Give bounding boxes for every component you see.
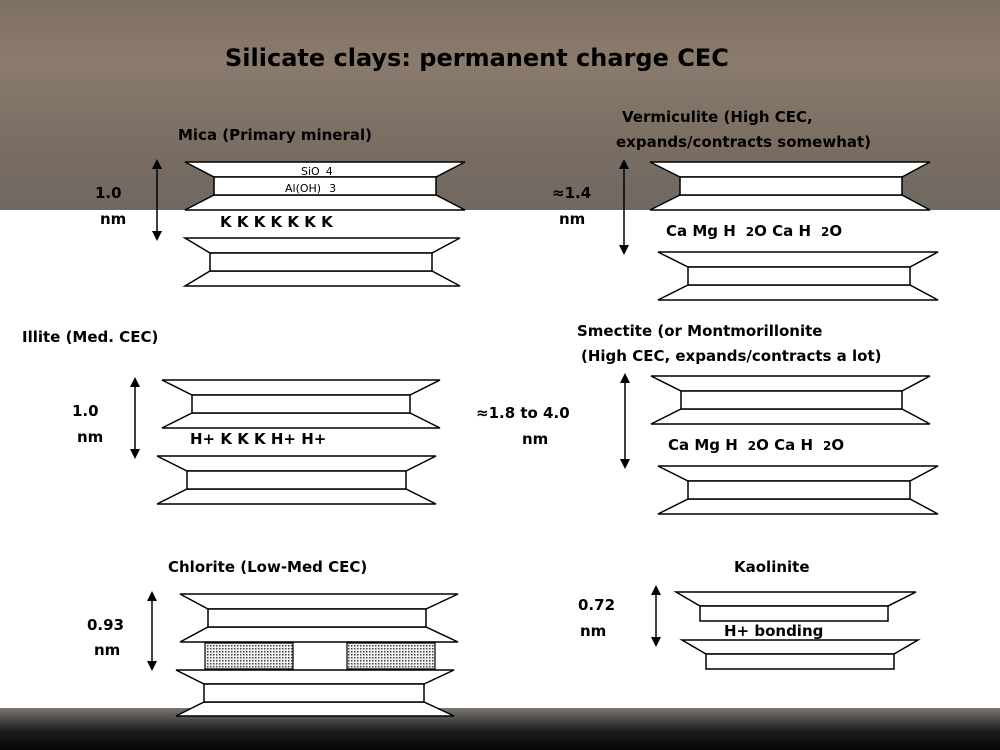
illite-spacing-value: 1.0 bbox=[72, 402, 99, 420]
page-title: Silicate clays: permanent charge CEC bbox=[225, 44, 729, 72]
tetrahedral-sheet-top bbox=[650, 375, 931, 392]
kaolinite-label: Kaolinite bbox=[734, 558, 810, 576]
octahedral-sheet bbox=[680, 390, 903, 410]
octahedral-sheet bbox=[699, 605, 889, 622]
kaolinite-bonding-label: H+ bonding bbox=[724, 622, 824, 640]
tetrahedral-sheet-top bbox=[182, 237, 461, 254]
smectite-label-line1: Smectite (or Montmorillonite bbox=[577, 322, 823, 340]
tetrahedral-sheet-top bbox=[179, 593, 459, 610]
mica-interlayer-ions: K K K K K K K bbox=[220, 213, 333, 231]
mica-sheet-mid-label: Al(OH)3 bbox=[285, 182, 337, 195]
tetrahedral-sheet-top bbox=[175, 669, 455, 685]
tetrahedral-sheet-bottom bbox=[184, 194, 466, 211]
tetrahedral-sheet bbox=[673, 591, 917, 607]
chlorite-hydroxide-sheet-right bbox=[346, 642, 436, 670]
tetrahedral-sheet-top bbox=[161, 379, 441, 396]
vermiculite-spacing-value: ≈1.4 bbox=[552, 184, 592, 202]
tetrahedral-sheet-top bbox=[649, 161, 931, 178]
mica-label: Mica (Primary mineral) bbox=[178, 126, 372, 144]
tetrahedral-sheet-top bbox=[657, 251, 939, 268]
vermiculite-layer-2 bbox=[657, 251, 939, 301]
smectite-layer-2 bbox=[657, 465, 939, 515]
vermiculite-layer-1 bbox=[649, 161, 931, 211]
clay-layers bbox=[156, 161, 939, 717]
chlorite-spacing-value: 0.93 bbox=[87, 616, 125, 634]
illite-label: Illite (Med. CEC) bbox=[22, 328, 159, 346]
tetrahedral-sheet-top bbox=[657, 465, 939, 482]
illite-layer-2 bbox=[156, 455, 437, 505]
vermiculite-label-line2: expands/contracts somewhat) bbox=[616, 133, 872, 151]
tetrahedral-sheet-bottom bbox=[156, 488, 437, 505]
octahedral-sheet bbox=[207, 608, 427, 628]
smectite-spacing-unit: nm bbox=[522, 430, 549, 448]
spacing-arrows bbox=[130, 159, 661, 671]
tetrahedral-sheet-bottom bbox=[649, 194, 931, 211]
footer-bar bbox=[0, 708, 1000, 750]
kaolinite-layer-1 bbox=[673, 591, 917, 622]
kaolinite-spacing-value: 0.72 bbox=[578, 596, 616, 614]
tetrahedral-sheet-bottom bbox=[179, 626, 459, 643]
octahedral-sheet bbox=[186, 470, 407, 490]
tetrahedral-sheet-bottom bbox=[650, 408, 931, 425]
kaolinite-spacing-unit: nm bbox=[580, 622, 607, 640]
mica-spacing-unit: nm bbox=[100, 210, 127, 228]
illite-spacing-unit: nm bbox=[77, 428, 104, 446]
tetrahedral-sheet-bottom bbox=[161, 412, 441, 429]
octahedral-sheet bbox=[213, 176, 437, 196]
tetrahedral-sheet-bottom bbox=[657, 284, 939, 301]
smectite-spacing-value: ≈1.8 to 4.0 bbox=[476, 404, 570, 422]
illite-layer-1 bbox=[161, 379, 441, 429]
tetrahedral-sheet-bottom bbox=[175, 701, 455, 717]
octahedral-sheet bbox=[203, 683, 425, 703]
mica-layer-1 bbox=[184, 161, 466, 211]
octahedral-sheet bbox=[705, 653, 895, 670]
chlorite-layer-2 bbox=[175, 669, 455, 717]
vermiculite-spacing-unit: nm bbox=[559, 210, 586, 228]
mica-spacing-value: 1.0 bbox=[95, 184, 122, 202]
tetrahedral-sheet-top bbox=[156, 455, 437, 472]
smectite-label-line2: (High CEC, expands/contracts a lot) bbox=[581, 347, 882, 365]
chlorite-label: Chlorite (Low-Med CEC) bbox=[168, 558, 368, 576]
chlorite-hydroxide-sheet-left bbox=[204, 642, 294, 670]
kaolinite-layer-2 bbox=[679, 639, 921, 670]
chlorite-spacing-unit: nm bbox=[94, 641, 121, 659]
tetrahedral-sheet-bottom bbox=[182, 270, 461, 287]
chlorite-hydroxide-sheets bbox=[204, 642, 436, 670]
octahedral-sheet bbox=[687, 480, 911, 500]
tetrahedral-sheet bbox=[679, 639, 921, 655]
octahedral-sheet bbox=[687, 266, 911, 286]
tetrahedral-sheet-bottom bbox=[657, 498, 939, 515]
mica-layer-2 bbox=[182, 237, 461, 287]
vermiculite-label-line1: Vermiculite (High CEC, bbox=[622, 108, 813, 126]
chlorite-layer-1 bbox=[179, 593, 459, 643]
octahedral-sheet bbox=[191, 394, 411, 414]
illite-interlayer-ions: H+ K K K H+ H+ bbox=[190, 430, 327, 448]
octahedral-sheet bbox=[209, 252, 433, 272]
octahedral-sheet bbox=[679, 176, 903, 196]
smectite-layer-1 bbox=[650, 375, 931, 425]
